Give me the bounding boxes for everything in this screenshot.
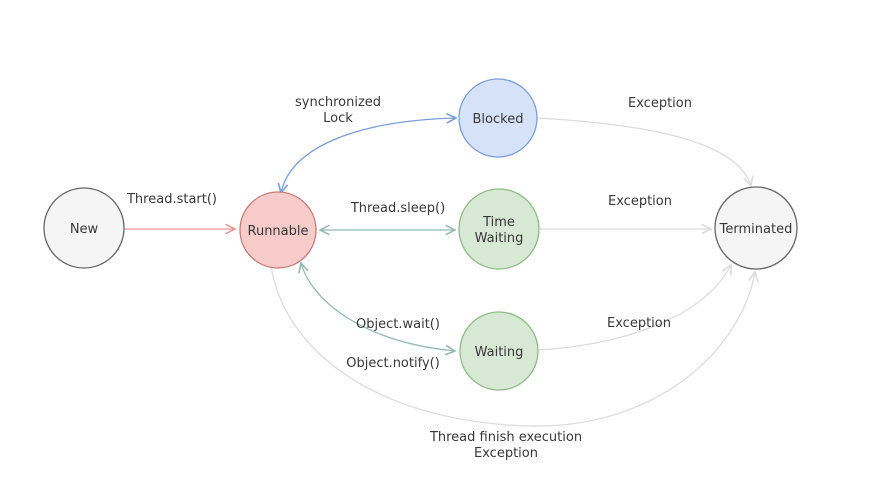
new-circle: [43, 187, 125, 269]
waiting-circle: [459, 311, 539, 391]
node-blocked: Blocked: [458, 78, 538, 158]
thread-start-label: Thread.start(): [126, 192, 217, 207]
synchronized-lock-label-line1: synchronized: [295, 95, 381, 110]
time-waiting-label-line2: Waiting: [475, 231, 524, 246]
thread-finish-label-line2: Exception: [474, 446, 538, 461]
exception-label-blocked: Exception: [628, 96, 692, 111]
node-runnable: Runnable: [239, 191, 317, 269]
thread-sleep-label: Thread.sleep(): [350, 201, 445, 216]
node-waiting: Waiting: [459, 311, 539, 391]
nodes-layer: New Runnable Blocked Time Waiting Waitin…: [43, 78, 798, 391]
synchronized-lock-label-line2: Lock: [323, 111, 353, 126]
time-waiting-label-line1: Time: [482, 215, 515, 230]
terminated-label: Terminated: [719, 222, 793, 237]
edge-waiting-exception: [538, 265, 731, 351]
edge-object-wait-notify: [301, 263, 455, 351]
edges-layer: [124, 117, 755, 427]
blocked-label: Blocked: [473, 112, 524, 127]
time-waiting-circle: [458, 188, 540, 270]
exception-label-waiting: Exception: [607, 316, 671, 331]
thread-finish-label-line1: Thread finish execution: [429, 430, 582, 445]
blocked-circle: [458, 78, 538, 158]
new-label: New: [70, 222, 99, 237]
edge-blocked-exception: [537, 117, 751, 186]
object-notify-label: Object.notify(): [346, 356, 440, 371]
node-terminated: Terminated: [714, 186, 798, 270]
edge-thread-finish: [270, 264, 755, 427]
node-time-waiting: Time Waiting: [458, 188, 540, 270]
edge-labels-layer: Thread.start() synchronized Lock Thread.…: [126, 95, 692, 461]
edge-synchronized-lock: [281, 118, 456, 193]
terminated-circle: [714, 186, 798, 270]
node-new: New: [43, 187, 125, 269]
runnable-circle: [239, 191, 317, 269]
runnable-label: Runnable: [248, 224, 309, 239]
exception-label-time-waiting: Exception: [608, 194, 672, 209]
object-wait-label: Object.wait(): [356, 317, 440, 332]
waiting-label: Waiting: [475, 345, 524, 360]
